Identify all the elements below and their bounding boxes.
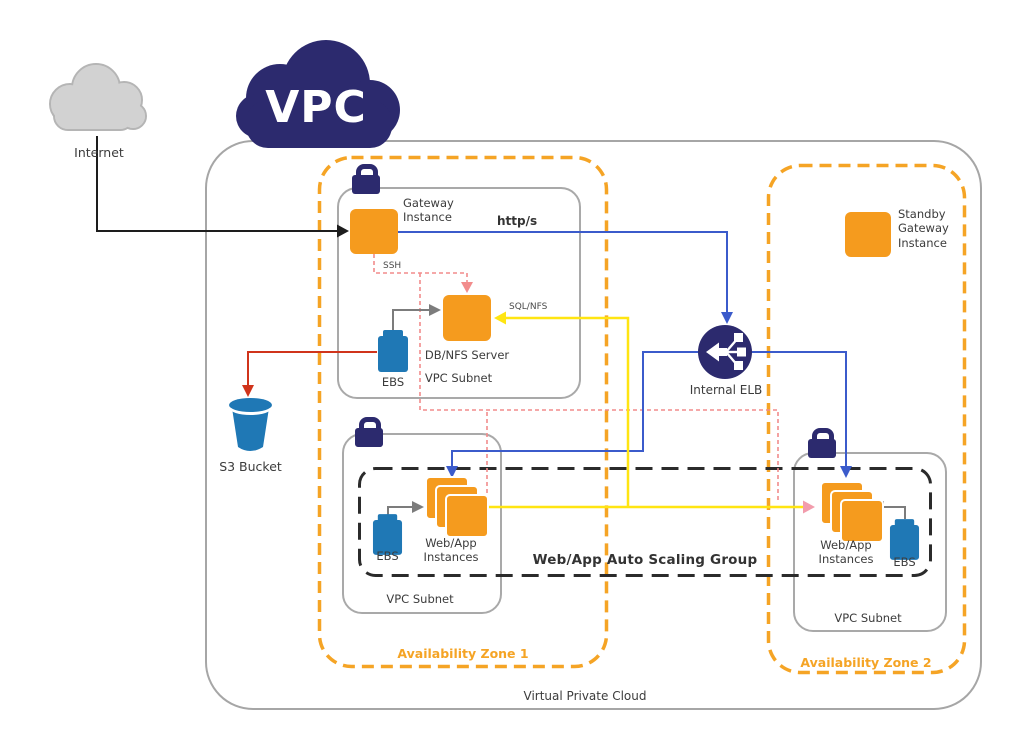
gateway-instance-label: Gateway Instance (403, 196, 454, 225)
lock-icon (350, 164, 384, 194)
webapp-right-label: Web/App Instances (818, 538, 874, 567)
ebs-volume-icon (889, 519, 920, 560)
db-nfs-server-label: DB/NFS Server (424, 348, 510, 362)
ebs-volume-icon (378, 330, 408, 372)
ebs-top-label: EBS (381, 375, 405, 389)
elb-icon (698, 325, 752, 379)
webapp-instances-icon (820, 481, 886, 545)
lock-icon (353, 417, 387, 447)
db-nfs-server-icon (443, 295, 491, 341)
virtual-private-cloud-label: Virtual Private Cloud (523, 689, 647, 703)
webapp-left-label: Web/App Instances (423, 536, 479, 565)
subnet-right-label: VPC Subnet (834, 611, 902, 625)
ebs-volume-icon (372, 514, 403, 555)
s3-bucket-label: S3 Bucket (219, 459, 282, 474)
ebs-right-label: EBS (893, 555, 916, 569)
auto-scaling-group-label: Web/App Auto Scaling Group (532, 552, 758, 568)
s3-bucket-icon (229, 398, 272, 451)
gateway-instance-icon (350, 209, 398, 254)
subnet-top-label: VPC Subnet (424, 371, 493, 385)
elb-label: Internal ELB (689, 383, 763, 397)
standby-gateway-label: Standby Gateway Instance (898, 207, 949, 250)
https-connection-label: http/s (497, 214, 538, 228)
ssh-connection-label: SSH (383, 261, 402, 271)
vpc-cloud-icon (236, 40, 400, 148)
vpc-cloud-label: VPC (265, 82, 367, 133)
internet-cloud-icon (49, 63, 147, 131)
availability-zone-1-label: Availability Zone 1 (397, 646, 529, 661)
subnet-left-label: VPC Subnet (386, 592, 454, 606)
internet-label: Internet (74, 145, 124, 160)
ebs-left-label: EBS (376, 549, 399, 563)
sql-nfs-connection-label: SQL/NFS (509, 302, 548, 312)
vpc-boundary (205, 140, 982, 710)
availability-zone-2-label: Availability Zone 2 (800, 655, 932, 670)
lock-icon (806, 428, 840, 458)
standby-gateway-instance-icon (845, 212, 891, 257)
webapp-instances-icon (425, 476, 491, 540)
